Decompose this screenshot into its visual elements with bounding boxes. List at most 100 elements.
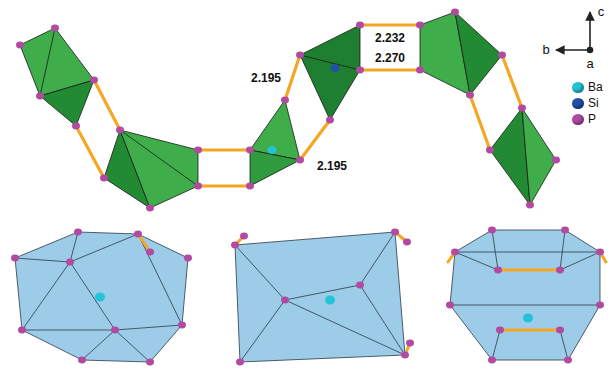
p-p-bond: [76, 126, 104, 178]
phosphorus-atom: [488, 357, 496, 364]
phosphorus-atom: [356, 67, 364, 74]
phosphorus-atom: [78, 357, 86, 364]
axis-arrow: [556, 12, 593, 53]
phosphorus-atom: [281, 97, 289, 104]
ba-atom: [325, 296, 335, 305]
ba-polyhedron: [22, 330, 115, 331]
ba-polyhedron: [560, 252, 600, 270]
phosphorus-atom: [246, 147, 254, 154]
cation-atom: [268, 146, 277, 154]
ba-polyhedron: [450, 305, 600, 306]
phosphorus-atom: [561, 227, 569, 234]
phosphorus-atom: [556, 327, 564, 334]
sip4-tetrahedron: [120, 130, 198, 186]
p-p-bond: [498, 269, 560, 272]
phosphorus-atom: [11, 255, 19, 262]
ba-polyhedron: [492, 230, 498, 270]
phosphorus-atom: [16, 42, 24, 49]
phosphorus-atom: [526, 202, 534, 209]
phosphorus-atom: [356, 282, 364, 289]
phosphorus-atom: [281, 297, 289, 304]
bond-length: 2.270: [374, 51, 406, 65]
phosphorus-atom: [446, 302, 454, 309]
phosphorus-atom: [296, 157, 304, 164]
phosphorus-atom: [494, 267, 502, 274]
ba-polyhedron: [285, 285, 360, 300]
phosphorus-atom: [246, 183, 254, 190]
phosphorus-atom: [451, 249, 459, 256]
ba-polyhedron: [70, 232, 78, 262]
phosphorus-atom: [406, 340, 414, 347]
phosphorus-atom: [596, 302, 604, 309]
legend-label: Si: [588, 96, 599, 110]
axis-arrow: [556, 49, 590, 51]
p-p-bond: [138, 232, 606, 355]
ba-polyhedron: [15, 258, 70, 262]
phosphorus-atom: [496, 327, 504, 334]
phosphorus-atom: [356, 22, 364, 29]
axis-arrow: [588, 48, 593, 53]
ba-polyhedron: [70, 262, 115, 330]
ba-polyhedron: [492, 330, 500, 360]
phosphorus-atom: [146, 359, 154, 366]
ba-polyhedron: [235, 232, 405, 362]
legend-entry: Si: [572, 96, 599, 110]
ba-polyhedron: [455, 252, 600, 253]
phosphorus-atom: [296, 52, 304, 59]
phosphorus-atom: [146, 249, 154, 256]
phosphorus-atom: [564, 357, 572, 364]
ba-atom: [523, 314, 533, 323]
phosphorus-atom: [16, 9, 560, 212]
phosphorus-atom: [11, 227, 604, 366]
ba-atom: [95, 293, 105, 302]
p-p-bond: [502, 55, 522, 108]
sip4-tetrahedron: [120, 130, 198, 208]
p-p-bond: [360, 23, 420, 26]
phosphorus-atom: [231, 242, 239, 249]
phosphorus-atom: [401, 352, 409, 359]
p-p-bond: [360, 68, 420, 71]
phosphorus-atom: [488, 227, 496, 234]
ba-polyhedron: [115, 330, 150, 362]
ba-polyhedron: [138, 234, 182, 325]
phosphorus-atom: [116, 127, 124, 134]
axis-arrow: [589, 12, 591, 50]
ba-atom: [95, 293, 533, 323]
ba-polyhedron: [560, 230, 565, 270]
sip4-tetrahedron: [40, 80, 94, 126]
phosphorus-atom: [72, 123, 80, 130]
axis-label: c: [598, 5, 605, 19]
p-p-bond: [198, 148, 250, 151]
sip4-tetrahedron: [300, 55, 360, 70]
p-p-bond: [300, 120, 330, 160]
sip4-tetrahedron: [455, 12, 502, 95]
ba-polyhedron: [360, 285, 405, 355]
phosphorus-atom: [518, 105, 526, 112]
phosphorus-atom: [326, 117, 334, 124]
cation-atom: [331, 64, 340, 72]
phosphorus-atom: [194, 183, 202, 190]
sip4-tetrahedron: [300, 25, 360, 120]
phosphorus-atom: [451, 9, 459, 16]
bond-length: 2.195: [250, 71, 282, 85]
phosphorus-atom: [596, 249, 604, 256]
legend-swatch: [572, 114, 584, 125]
phosphorus-atom: [74, 229, 82, 236]
sip4-tetrahedron: [40, 28, 55, 96]
p-p-bond: [94, 80, 120, 130]
ba-polyhedron: [115, 325, 182, 330]
phosphorus-atom: [556, 267, 564, 274]
p-p-bond: [470, 95, 490, 150]
ba-polyhedron: [560, 330, 568, 360]
sip4-tetrahedron: [250, 150, 300, 186]
ba-polyhedron: [360, 232, 395, 285]
phosphorus-atom: [111, 327, 119, 334]
phosphorus-atom: [194, 147, 202, 154]
phosphorus-atom: [51, 25, 59, 32]
ba-polyhedron: [15, 230, 600, 362]
phosphorus-atom: [552, 157, 560, 164]
legend-swatch: [572, 98, 584, 109]
sip4-tetrahedron: [522, 108, 556, 205]
